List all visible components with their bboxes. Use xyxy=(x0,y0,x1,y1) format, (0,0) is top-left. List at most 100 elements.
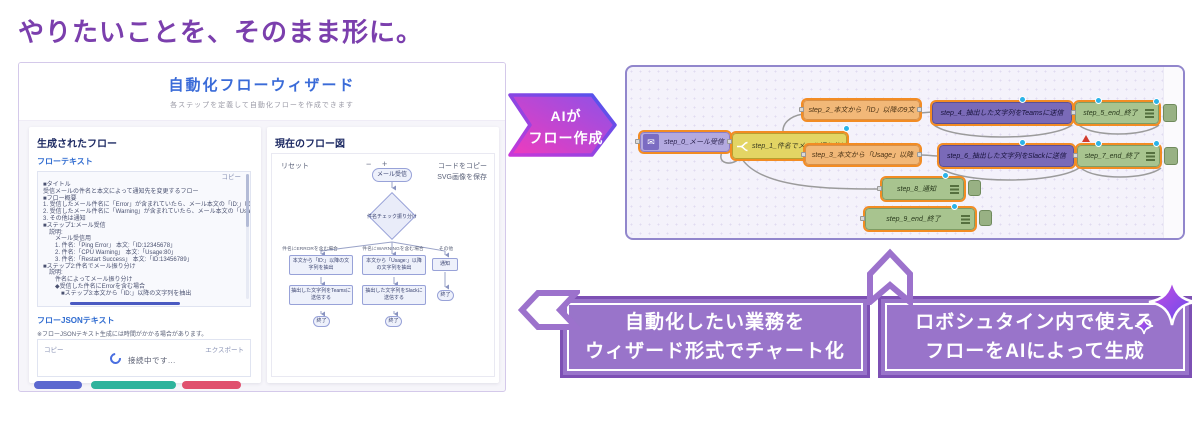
selection-dot xyxy=(843,125,850,132)
flowchart-end-node: 終了 xyxy=(437,290,454,301)
flow-text-box: コピー ■タイトル 受信メールの件名と本文によって通知先を変更するフロー ■フロ… xyxy=(37,171,251,307)
menu-icon xyxy=(961,214,970,224)
node-port[interactable] xyxy=(877,186,882,191)
node-step3[interactable]: step_3_本文から「Usage」以降 xyxy=(803,143,922,167)
wizard-screenshot: 自動化フローウィザード 各ステップを定義して自動化フローを作成できます 生成され… xyxy=(18,62,506,392)
node-port[interactable] xyxy=(1073,153,1078,158)
zoom-in-button[interactable]: + xyxy=(382,159,388,169)
node-port[interactable] xyxy=(917,152,922,157)
wizard-title: 自動化フローウィザード xyxy=(168,77,356,94)
node-step8[interactable]: step_8_通知 xyxy=(880,176,966,202)
horizontal-scrollbar[interactable] xyxy=(70,302,180,305)
flow-text-line: 2. 件名:「CPU Warning」 本文:「Usage:80」 xyxy=(43,249,177,256)
selection-dot xyxy=(1153,140,1160,147)
action-pill-teal[interactable] xyxy=(91,381,176,389)
node-port[interactable] xyxy=(727,139,732,144)
node-port[interactable] xyxy=(799,107,804,112)
ai-flow-arrow: AIが フロー作成 xyxy=(508,93,617,157)
branch-label-error: 件名にERRORを含む場合 xyxy=(282,247,338,252)
selection-dot xyxy=(1095,140,1102,147)
mail-icon: ✉ xyxy=(643,134,659,150)
flow-text-line: 説明: xyxy=(43,229,63,236)
node-side-button[interactable] xyxy=(979,210,992,226)
reset-button[interactable]: リセット xyxy=(281,163,309,170)
menu-icon xyxy=(1146,151,1155,161)
copy-button[interactable]: コピー xyxy=(221,174,242,181)
node-step6[interactable]: step_6_抽出した文字列をSlackに送信 xyxy=(937,143,1076,169)
node-step2[interactable]: step_2_本文から「ID」以降の9文 xyxy=(801,98,922,122)
selection-dot xyxy=(1153,98,1160,105)
flow-text-line: メール受信用 xyxy=(43,236,92,243)
node-editor-canvas: ✉ step_0_メール受信 step_1_件名でメール振り分け step_2_… xyxy=(625,65,1185,240)
node-port[interactable] xyxy=(860,216,865,221)
flow-text-line: 3. 件名:「Restart Success」 本文:「ID:13456789」 xyxy=(43,256,193,263)
node-port[interactable] xyxy=(635,139,640,144)
sparkle-icon xyxy=(1134,278,1196,335)
action-pill-blue[interactable] xyxy=(34,381,82,389)
action-pill-red[interactable] xyxy=(182,381,241,389)
arrow-text-line2: フロー作成 xyxy=(529,130,604,146)
caption-left-line1: 自動化したい業務を xyxy=(624,311,805,333)
node-port[interactable] xyxy=(1071,110,1076,115)
flow-text-line: 受信メールの件名と本文によって通知先を変更するフロー xyxy=(43,188,199,195)
caption-left-line2: ウィザード形式でチャート化 xyxy=(585,341,845,362)
up-chevron-arrow xyxy=(867,248,913,305)
caption-right-line2: フローをAIによって生成 xyxy=(925,341,1145,362)
caption-box-left: 自動化したい業務を ウィザード形式でチャート化 xyxy=(560,296,870,378)
node-port[interactable] xyxy=(801,152,806,157)
flowchart-decision-label: 件名チェック振り分け xyxy=(366,214,417,220)
selection-dot xyxy=(1019,96,1026,103)
node-step0[interactable]: ✉ step_0_メール受信 xyxy=(638,130,732,154)
node-side-button[interactable] xyxy=(968,180,981,196)
node-side-button[interactable] xyxy=(1164,147,1178,165)
copy-code-button[interactable]: コードをコピー xyxy=(438,163,487,170)
flow-text-line: 1. 受信したメール件名に「Error」が含まれていたら、メール本文の「ID:」… xyxy=(43,202,251,209)
flow-json-note: ※フローJSONテキスト生成には時間がかかる場合があります。 xyxy=(37,332,208,338)
flow-text-line: ■フロー概要 xyxy=(43,195,77,202)
flow-text-label: フローテキスト xyxy=(37,157,93,166)
left-chevron-arrow xyxy=(517,290,580,330)
flow-text-line: 2. 受信したメール件名に「Warning」が含まれていたら、メール本文の「Us… xyxy=(43,209,250,216)
flowchart-connectors xyxy=(320,180,449,317)
node-side-button[interactable] xyxy=(1163,104,1177,122)
save-svg-button[interactable]: SVG画像を保存 xyxy=(437,174,487,181)
flow-json-label: フローJSONテキスト xyxy=(37,316,115,325)
menu-icon xyxy=(1145,108,1154,118)
arrow-shape xyxy=(508,93,617,157)
caption-right-line1: ロボシュタイン内で使える xyxy=(915,311,1155,333)
selection-dot xyxy=(951,203,958,210)
node-step4[interactable]: step_4_抽出した文字列をTeamsに送信 xyxy=(930,100,1074,126)
zoom-out-button[interactable]: − xyxy=(366,159,372,169)
flow-diagram-heading: 現在のフロー図 xyxy=(275,139,345,150)
flow-text-line: 1. 件名:「Ping Error」 本文:「ID:12345678」 xyxy=(43,243,177,250)
switch-icon xyxy=(737,141,748,151)
node-port[interactable] xyxy=(917,107,922,112)
flowchart-extract-usage-node: 本文から「Usage:」以降の文字列を抽出 xyxy=(362,255,426,275)
flow-json-box: コピー エクスポート 接続中です... xyxy=(37,339,251,377)
wizard-subtitle: 各ステップを定義して自動化フローを作成できます xyxy=(170,102,354,109)
flowchart-end-node: 終了 xyxy=(313,316,330,327)
flow-text-line: 説明: xyxy=(43,270,63,277)
branch-label-warning: 件名にWARNINGを含む場合 xyxy=(362,247,424,252)
generated-flow-panel: 生成されたフロー フローテキスト コピー ■タイトル 受信メールの件名と本文によ… xyxy=(29,127,261,383)
branch-label-other: その他 xyxy=(438,247,454,252)
menu-icon xyxy=(950,184,959,194)
node-step7[interactable]: step_7_end_終了 xyxy=(1075,143,1162,169)
vertical-scrollbar[interactable] xyxy=(246,174,249,299)
json-copy-button[interactable]: コピー xyxy=(44,347,64,354)
flow-text-line: ■ステップ3:本文から「ID:」以降の文字列を抽出 xyxy=(43,290,192,297)
connecting-status: 接続中です... xyxy=(128,356,176,365)
node-step9[interactable]: step_9_end_終了 xyxy=(863,206,977,232)
flow-text-line: 3. その他は通知 xyxy=(43,215,86,222)
selection-dot xyxy=(942,172,949,179)
selection-dot xyxy=(1095,97,1102,104)
flowchart-end-node: 終了 xyxy=(385,316,402,327)
caption-box-right: ロボシュタイン内で使える フローをAIによって生成 xyxy=(878,296,1192,378)
wizard-header: 自動化フローウィザード 各ステップを定義して自動化フローを作成できます xyxy=(19,63,505,121)
flow-text-line: ■ステップ2:件名でメール振り分け xyxy=(43,263,136,270)
node-step5[interactable]: step_5_end_終了 xyxy=(1073,100,1161,126)
flow-diagram-panel: 現在のフロー図 リセット − + コードをコピー SVG画像を保存 xyxy=(267,127,499,383)
export-button[interactable]: エクスポート xyxy=(205,347,244,354)
flow-text-line: ◆受信した件名にErrorを含む場合 xyxy=(43,283,145,290)
